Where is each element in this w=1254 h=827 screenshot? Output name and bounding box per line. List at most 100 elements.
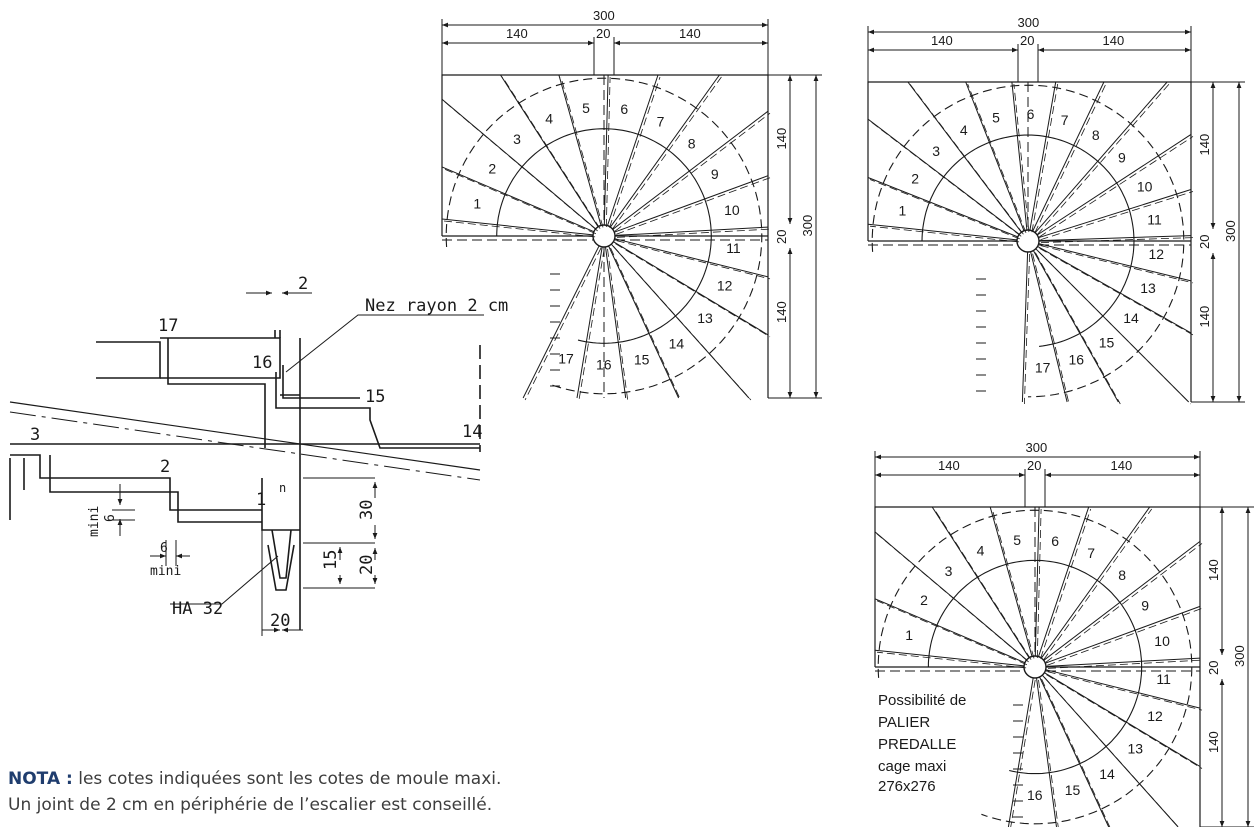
step-nosing-dashed: [502, 76, 601, 229]
step-nosing-dashed: [1036, 83, 1170, 235]
top-left-dim-label: 140: [506, 26, 528, 41]
stair-section-detail: [9, 290, 484, 636]
top-left-dim-label: 140: [938, 458, 960, 473]
step-nosing-dashed: [1031, 83, 1059, 233]
dim-6-vertical: 6: [103, 514, 118, 522]
step-nosing-dashed: [869, 120, 1022, 237]
step-nosing-line: [1039, 676, 1110, 827]
step-nosing-dashed: [443, 220, 596, 238]
walk-line-arc: [927, 559, 1143, 775]
step-number-14: 14: [1099, 766, 1115, 782]
step-nosing-line: [613, 241, 769, 336]
top-total-dim-label: 300: [593, 8, 615, 23]
step-number-16: 16: [1069, 351, 1085, 367]
step-number-5: 5: [1013, 532, 1021, 548]
step-nosing-line: [614, 238, 769, 278]
step-nosing-dashed: [1036, 508, 1042, 659]
step-number-11: 11: [1147, 212, 1162, 228]
step-nosing-dashed: [991, 508, 1035, 659]
step-number-2: 2: [920, 592, 928, 608]
step-nosing-dashed: [1040, 237, 1194, 243]
step-number-12: 12: [1147, 708, 1163, 724]
step-number-9: 9: [711, 166, 719, 182]
step-number-14: 14: [669, 336, 685, 352]
step-nosing-line: [1035, 248, 1190, 403]
landing-line-5: 276x276: [878, 778, 936, 795]
step-label-17: 17: [158, 316, 178, 336]
side-bottom-dim-label: 140: [1197, 306, 1212, 328]
side-mid-dim-label: 20: [1197, 235, 1212, 249]
central-column: [592, 224, 616, 248]
step-nosing-dashed: [1040, 508, 1092, 659]
step-label-1: 1: [256, 490, 266, 510]
step-nosing-dashed: [876, 600, 1028, 666]
plan-frame: [867, 81, 1192, 402]
top-gap-dim-label: 20: [596, 26, 610, 41]
step-number-8: 8: [1118, 567, 1126, 583]
step-nosing-dashed: [1047, 608, 1203, 666]
step-nosing-line: [1032, 81, 1105, 232]
side-total-dim-label: 300: [1232, 645, 1247, 667]
top-total-dim-label: 300: [1018, 15, 1040, 30]
step-nosing-line: [1007, 677, 1034, 827]
step-label-16: 16: [252, 353, 272, 373]
dim-15-label: 15: [321, 550, 341, 570]
side-bottom-dim-label: 140: [774, 301, 789, 323]
step-nosing-line: [608, 245, 680, 399]
step-number-5: 5: [992, 109, 1000, 125]
side-top-dim-label: 140: [1197, 134, 1212, 156]
step-nosing-line: [1038, 189, 1192, 239]
plan-dashed-axes: [875, 507, 1200, 672]
side-extension-lines: [1200, 506, 1254, 827]
landing-note: Possibilité de PALIER PREDALLE cage maxi…: [878, 692, 966, 795]
step-nosing-dashed: [1039, 248, 1194, 336]
step-number-15: 15: [634, 352, 650, 368]
nose-label: Nez rayon 2 cm: [365, 296, 508, 316]
step-number-1: 1: [473, 196, 481, 212]
top-extension-lines: [867, 26, 1192, 82]
step-label-15: 15: [365, 387, 385, 407]
step-number-10: 10: [724, 202, 740, 218]
step-nosing-dashed: [443, 168, 597, 235]
footnote-line-2: Un joint de 2 cm en périphérie de l’esca…: [8, 795, 493, 815]
walk-line-arc: [921, 134, 1135, 347]
step-nosing-dashed: [1044, 676, 1179, 827]
step-number-13: 13: [697, 310, 713, 326]
rebar-label: HA 32: [172, 599, 223, 619]
step-nosing-line: [1032, 250, 1119, 403]
step-nosing-line: [1036, 133, 1192, 236]
step-number-15: 15: [1099, 334, 1115, 350]
step-nosing-line: [1036, 677, 1057, 827]
side-mid-dim-label: 20: [1206, 661, 1221, 675]
step-nosing-line: [874, 598, 1026, 664]
step-label-14: 14: [462, 422, 482, 442]
step-nosing-dashed: [605, 76, 611, 228]
step-number-7: 7: [1087, 545, 1095, 561]
step-nosing-line: [1037, 245, 1192, 334]
step-nosing-dashed: [1034, 83, 1107, 234]
step-nosing-line: [989, 506, 1033, 657]
step-nosing-line: [1044, 672, 1201, 767]
landing-line-3: PREDALLE: [878, 736, 956, 753]
plan-dashed-axes: [868, 82, 1191, 246]
step-nosing-dashed: [1032, 253, 1070, 405]
step-number-14: 14: [1123, 310, 1139, 326]
step-label-n: n: [279, 481, 286, 495]
step-nosing-dashed: [613, 245, 752, 401]
step-number-10: 10: [1154, 633, 1170, 649]
step-number-16: 16: [1027, 787, 1043, 803]
step-nosing-dashed: [560, 76, 604, 228]
mini-label-vertical: mini: [87, 506, 102, 537]
step-nosing-dashed: [607, 248, 629, 401]
dim-6-horizontal: 6: [160, 541, 168, 556]
step-number-16: 16: [596, 357, 612, 373]
step-number-13: 13: [1140, 280, 1156, 296]
step-number-5: 5: [582, 100, 590, 116]
step-number-1: 1: [899, 203, 907, 219]
step-nosing-dashed: [1040, 191, 1194, 241]
step-nosing-line: [607, 74, 659, 226]
step-nosing-line: [558, 74, 602, 226]
step-nosing-dashed: [578, 248, 605, 401]
